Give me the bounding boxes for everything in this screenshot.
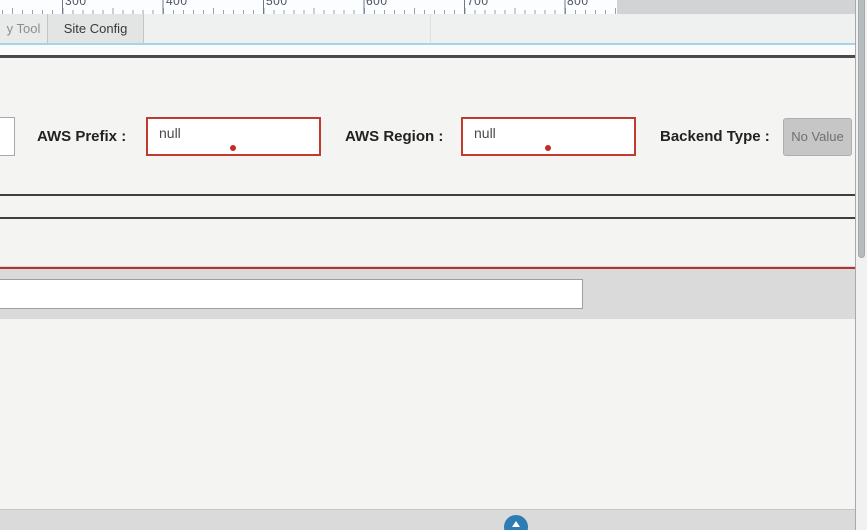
aws-region-label: AWS Region : <box>345 128 444 145</box>
vertical-scrollbar[interactable] <box>855 0 867 530</box>
ruler-tick-label: 300 <box>65 0 87 8</box>
tab-site-config[interactable]: Site Config <box>48 14 144 43</box>
tab-bar: y Tool Site Config <box>0 14 855 43</box>
tab-strip-divider <box>430 14 431 43</box>
tab-tool[interactable]: y Tool <box>0 14 48 43</box>
header-spacer <box>0 45 855 55</box>
left-edge-input[interactable] <box>0 117 15 156</box>
tab-underline <box>0 43 855 45</box>
horizontal-ruler: 300 400 500 600 700 800 <box>0 0 617 14</box>
band-text-input[interactable] <box>0 279 583 309</box>
validation-error-dot <box>230 145 236 151</box>
blue-action-button[interactable] <box>504 515 528 530</box>
footer-divider <box>0 509 855 510</box>
ruler-strip: 300 400 500 600 700 800 <box>0 0 855 14</box>
horizontal-divider <box>0 194 855 196</box>
ruler-tick-label: 500 <box>266 0 288 8</box>
ruler-tick-label: 800 <box>567 0 589 8</box>
backend-type-select[interactable]: No Value <box>783 118 852 156</box>
scrollbar-thumb[interactable] <box>858 0 865 258</box>
footer-bar <box>0 510 855 530</box>
ruler-tick-label: 600 <box>366 0 388 8</box>
red-divider <box>0 266 855 269</box>
validation-error-dot <box>545 145 551 151</box>
ruler-tick-label: 400 <box>166 0 188 8</box>
arrow-up-icon <box>512 521 520 527</box>
horizontal-divider <box>0 217 855 219</box>
backend-type-label: Backend Type : <box>660 128 770 145</box>
section-divider-top <box>0 55 855 58</box>
input-band <box>0 269 855 319</box>
aws-prefix-label: AWS Prefix : <box>37 128 127 145</box>
ruler-tick-label: 700 <box>467 0 489 8</box>
